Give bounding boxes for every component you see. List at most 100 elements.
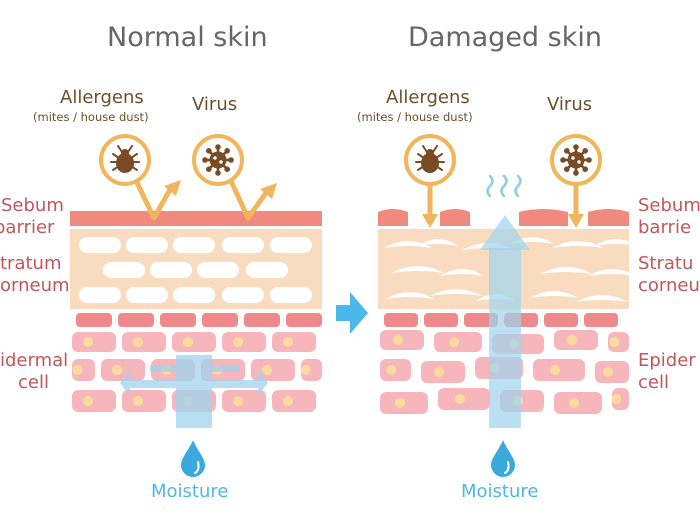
moisture-flow bbox=[120, 370, 176, 428]
corneocyte bbox=[126, 287, 168, 303]
stratum-label-left-line2: orneum bbox=[0, 275, 70, 296]
virus-spike-tip bbox=[582, 166, 588, 172]
cell-nucleus bbox=[609, 337, 620, 347]
corneocyte bbox=[270, 237, 312, 253]
sebum-label-left-line1: Sebum bbox=[1, 195, 64, 216]
cell-nucleus bbox=[455, 394, 465, 404]
virus-spot bbox=[577, 160, 581, 164]
damaged-corneocyte bbox=[440, 269, 484, 276]
basal-cell bbox=[424, 313, 458, 327]
virus-spike-tip bbox=[224, 148, 230, 154]
stratum-label-right: Stratu corneu bbox=[638, 253, 700, 297]
damaged-skin-panel bbox=[378, 134, 638, 477]
allergens-label-left: Allergens bbox=[60, 87, 144, 108]
damaged-corneocyte bbox=[594, 239, 638, 246]
corneocyte bbox=[270, 287, 312, 303]
damaged-corneocyte bbox=[386, 292, 434, 299]
damaged-corneocyte bbox=[530, 291, 578, 298]
drop-highlight bbox=[504, 461, 510, 474]
moisture-flow bbox=[212, 370, 268, 396]
corneocyte bbox=[197, 262, 239, 278]
virus-spike-tip bbox=[215, 144, 221, 150]
sebum-segment bbox=[588, 209, 629, 226]
virus-spike-tip bbox=[560, 157, 566, 163]
cell-nucleus bbox=[283, 396, 293, 406]
sebum-label-left-line2: barrier bbox=[0, 217, 55, 238]
virus-spike-tip bbox=[573, 170, 579, 176]
stratum-label-left: tratum orneum bbox=[0, 253, 70, 297]
basal-cell bbox=[244, 313, 280, 327]
damaged-corneocyte bbox=[588, 269, 636, 276]
steam-icon bbox=[500, 174, 508, 198]
corneocyte bbox=[222, 287, 264, 303]
cell-nucleus bbox=[567, 335, 577, 345]
basal-cell bbox=[286, 313, 322, 327]
virus-spike-tip bbox=[582, 148, 588, 154]
epidermal-cell bbox=[272, 332, 316, 352]
moisture-label-right: Moisture bbox=[461, 481, 539, 502]
virus-spike-tip bbox=[228, 157, 234, 163]
sebum-segment bbox=[519, 209, 568, 226]
cell-nucleus bbox=[550, 365, 560, 375]
moisture-flow bbox=[176, 355, 212, 428]
basal-cell bbox=[118, 313, 154, 327]
allergens-note-left: (mites / house dust) bbox=[33, 110, 149, 124]
epidermal-label-right: Epider cell bbox=[638, 350, 696, 394]
sebum-label-right-line1: Sebum bbox=[638, 195, 700, 216]
cell-nucleus bbox=[300, 365, 311, 375]
normal-skin-panel bbox=[70, 134, 322, 477]
cell-nucleus bbox=[83, 396, 93, 406]
epidermal-cell bbox=[222, 332, 266, 352]
basal-cell bbox=[202, 313, 238, 327]
epidermal-cell bbox=[72, 332, 116, 352]
virus-spike-tip bbox=[206, 166, 212, 172]
damaged-corneocyte bbox=[384, 241, 432, 248]
cell-nucleus bbox=[83, 337, 93, 347]
sebum-label-right: Sebum barrie bbox=[638, 195, 700, 239]
stratum-label-left-line1: tratum bbox=[0, 253, 62, 274]
allergens-label-right: Allergens bbox=[386, 87, 470, 108]
cell-nucleus bbox=[569, 398, 579, 408]
moisture-escape-flow bbox=[489, 248, 521, 428]
mite-body bbox=[116, 153, 134, 173]
sebum-segment bbox=[378, 209, 408, 226]
penetrate-arrowhead bbox=[422, 214, 438, 228]
basal-cell bbox=[384, 313, 418, 327]
damaged-corneocyte bbox=[430, 289, 482, 296]
basal-cell bbox=[160, 313, 196, 327]
virus-spot bbox=[571, 156, 575, 160]
cell-nucleus bbox=[262, 365, 272, 375]
cell-nucleus bbox=[72, 365, 83, 375]
corneocyte bbox=[103, 262, 145, 278]
allergens-note-right: (mites / house dust) bbox=[357, 110, 473, 124]
mite-head bbox=[121, 149, 129, 157]
cell-nucleus bbox=[112, 365, 122, 375]
cell-nucleus bbox=[393, 335, 403, 345]
moisture-escape-arrowhead bbox=[480, 215, 530, 250]
virus-spike-tip bbox=[564, 166, 570, 172]
cell-nucleus bbox=[183, 337, 193, 347]
water-drop-icon bbox=[181, 440, 205, 477]
epidermal-cell bbox=[222, 390, 266, 412]
cell-nucleus bbox=[133, 396, 143, 406]
corneocyte bbox=[173, 237, 215, 253]
cell-nucleus bbox=[133, 337, 143, 347]
epidermal-cell bbox=[272, 390, 316, 412]
corneocyte bbox=[150, 262, 192, 278]
virus-spike-tip bbox=[573, 144, 579, 150]
basal-cell bbox=[544, 313, 578, 327]
epidermal-label-left: idermal cell bbox=[0, 350, 68, 394]
virus-spot bbox=[219, 160, 223, 164]
mite-antenna bbox=[432, 145, 438, 153]
cell-nucleus bbox=[233, 396, 243, 406]
moisture-flow bbox=[150, 365, 240, 372]
epidermal-label-left-line1: idermal bbox=[0, 350, 69, 371]
arrow-right-icon bbox=[336, 292, 368, 334]
corneocyte bbox=[173, 287, 215, 303]
virus-label-right: Virus bbox=[547, 94, 593, 115]
sebum-label-right-line2: barrie bbox=[638, 217, 692, 238]
corneocyte bbox=[246, 262, 288, 278]
cell-nucleus bbox=[603, 367, 613, 377]
